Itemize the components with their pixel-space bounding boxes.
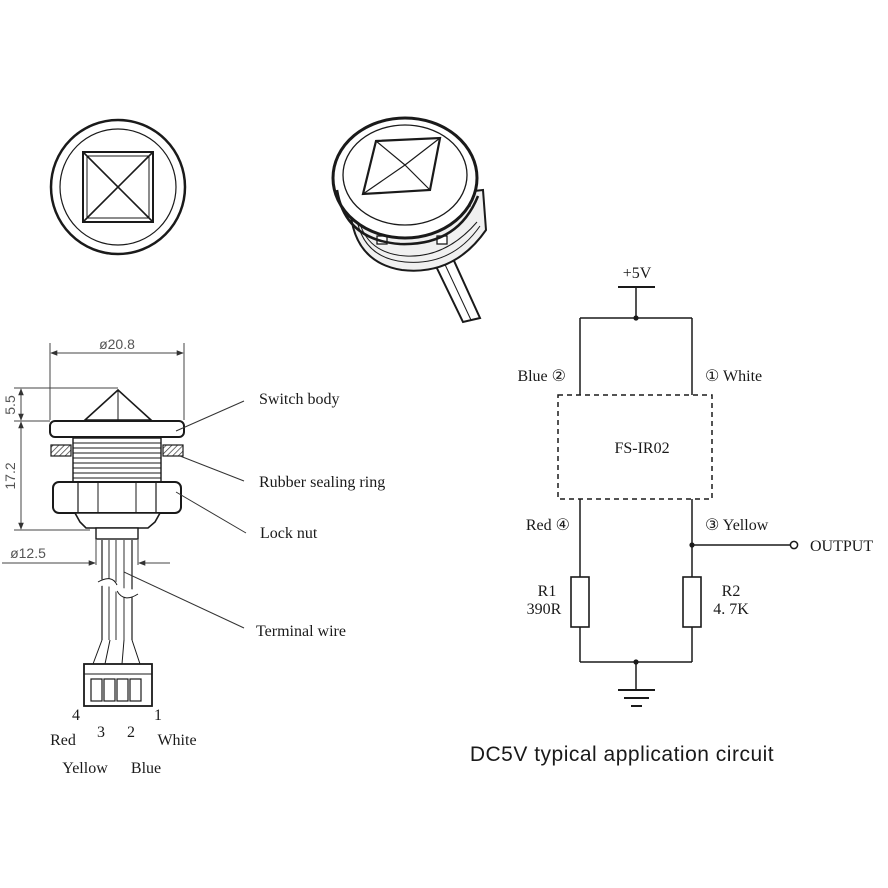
pin-number-2: 2 (127, 724, 135, 741)
caption: DC5V typical application circuit (470, 743, 774, 766)
r2-name: R2 (722, 583, 741, 600)
pin-white-label: ① White (705, 368, 762, 385)
supply-label: +5V (623, 265, 652, 282)
callout-terminal-wire: Terminal wire (256, 623, 346, 640)
circuit-wires (579, 286, 790, 707)
pin-number-3: 3 (97, 724, 105, 741)
chip-outline (557, 394, 713, 500)
dimension-bottom-diameter: ø12.5 (10, 545, 46, 561)
callout-leaders (123, 400, 247, 629)
resistor-r1 (570, 576, 590, 628)
output-terminal (789, 540, 799, 550)
pin-red-label: Red ④ (526, 517, 570, 534)
dimension-top-diameter: ø20.8 (99, 336, 135, 352)
pin-blue-label: Blue ② (517, 368, 566, 385)
pin-label-red: Red (50, 732, 76, 749)
side-view-icon (49, 388, 185, 707)
resistor-r2 (682, 576, 702, 628)
pin-label-yellow: Yellow (62, 760, 108, 777)
pin-label-blue: Blue (131, 760, 161, 777)
r2-value: 4. 7K (713, 601, 749, 618)
top-view-icon (49, 118, 187, 256)
pin-label-white: White (157, 732, 196, 749)
output-label: OUTPUT (810, 538, 873, 555)
r1-value: 390R (527, 601, 562, 618)
junction-dot (633, 659, 639, 665)
r1-name: R1 (538, 583, 557, 600)
callout-rubber-ring: Rubber sealing ring (259, 474, 385, 491)
pin-number-1: 1 (154, 707, 162, 724)
dimension-top-height: 5.5 (2, 395, 18, 415)
chip-label: FS-IR02 (614, 440, 669, 457)
callout-lock-nut: Lock nut (260, 525, 318, 542)
isometric-view-icon (331, 116, 488, 324)
pin-yellow-label: ③ Yellow (705, 517, 769, 534)
junction-dot (689, 542, 695, 548)
dimension-body-height: 17.2 (2, 462, 18, 489)
junction-dot (633, 315, 639, 321)
callout-switch-body: Switch body (259, 391, 339, 408)
dimension-lines (2, 343, 185, 566)
pin-number-4: 4 (72, 707, 80, 724)
